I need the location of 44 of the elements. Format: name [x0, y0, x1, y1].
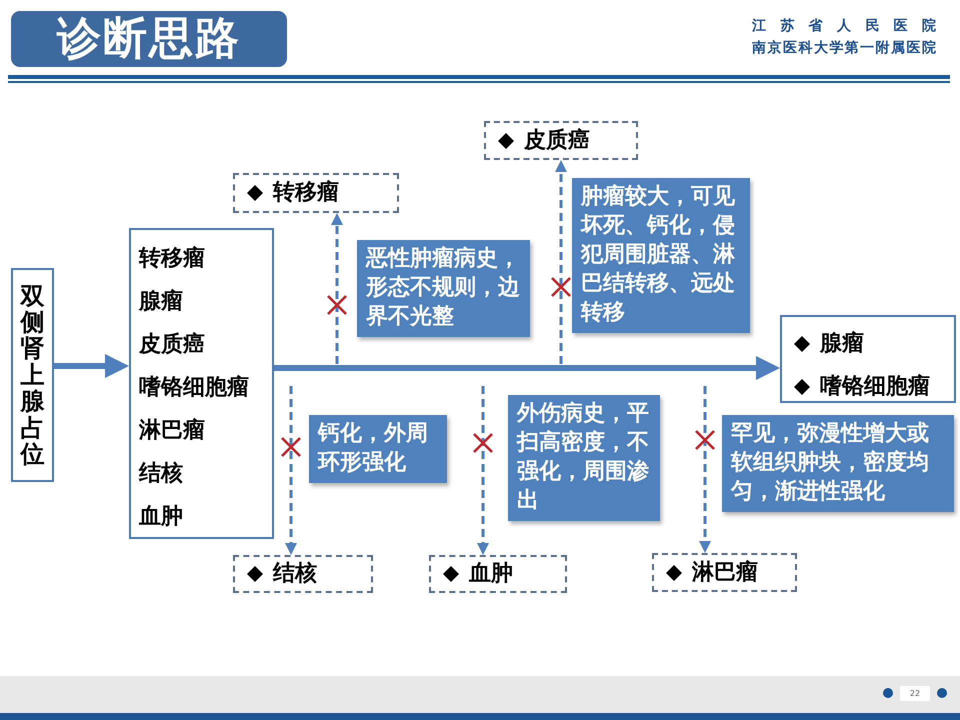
dashed-diagnosis-box: [484, 121, 638, 160]
outlined-box: [11, 268, 54, 482]
dashed-diagnosis-box: [233, 173, 399, 213]
vertical-label: 双侧肾上腺占位: [20, 282, 44, 468]
candidate-name: 结核: [139, 461, 183, 487]
result-box: [780, 315, 956, 403]
finding-card: [722, 415, 954, 512]
dashed-arrow: [331, 213, 343, 364]
candidate-name: 腺瘤: [139, 289, 183, 315]
finding-card: [572, 178, 750, 333]
finding-text: 罕见，弥漫性增大或软组织肿块，密度均匀，渐进性强化: [731, 420, 930, 506]
candidate-name: 转移瘤: [139, 246, 205, 272]
diagnosis-name: 淋巴瘤: [692, 560, 758, 586]
dashed-diagnosis-box: [429, 555, 567, 593]
finding-card: [309, 415, 447, 483]
finding-card: [508, 395, 660, 521]
list-panel: [129, 228, 274, 539]
finding-text: 肿瘤较大，可见坏死、钙化，侵犯周围脏器、淋巴结转移、远处转移: [581, 182, 736, 327]
institution-name: 南京医科大学第一附属医院: [752, 39, 936, 57]
dashed-arrow: [699, 386, 711, 553]
dashed-arrow: [285, 386, 297, 555]
dashed-diagnosis-box: [652, 553, 797, 592]
candidate-name: 嗜铬细胞瘤: [139, 375, 249, 401]
institution-name: 江苏省人民医院: [752, 17, 936, 35]
diagnosis-name: 嗜铬细胞瘤: [820, 374, 930, 400]
dashed-arrow: [555, 160, 567, 364]
thick-arrow: [274, 356, 780, 380]
thick-arrow: [54, 354, 129, 378]
finding-text: 钙化，外周环形强化: [318, 420, 429, 477]
finding-text: 恶性肿瘤病史，形态不规则，边界不光整: [366, 244, 521, 331]
diagnosis-name: 转移瘤: [273, 180, 339, 206]
candidate-name: 淋巴瘤: [139, 418, 205, 444]
candidate-name: 血肿: [139, 504, 183, 530]
candidate-name: 皮质癌: [139, 332, 205, 358]
finding-card: [357, 240, 530, 337]
diagnosis-name: 腺瘤: [820, 331, 864, 357]
diagnosis-name: 血肿: [469, 561, 513, 587]
finding-text: 外伤病史，平扫高密度，不强化，周围渗出: [517, 400, 650, 515]
diagnosis-name: 结核: [273, 561, 317, 587]
dashed-arrow: [477, 386, 489, 555]
title-banner: 诊断思路: [11, 11, 287, 67]
page-number: 22: [900, 686, 930, 701]
dashed-diagnosis-box: [233, 555, 373, 593]
diagnosis-name: 皮质癌: [524, 128, 590, 154]
